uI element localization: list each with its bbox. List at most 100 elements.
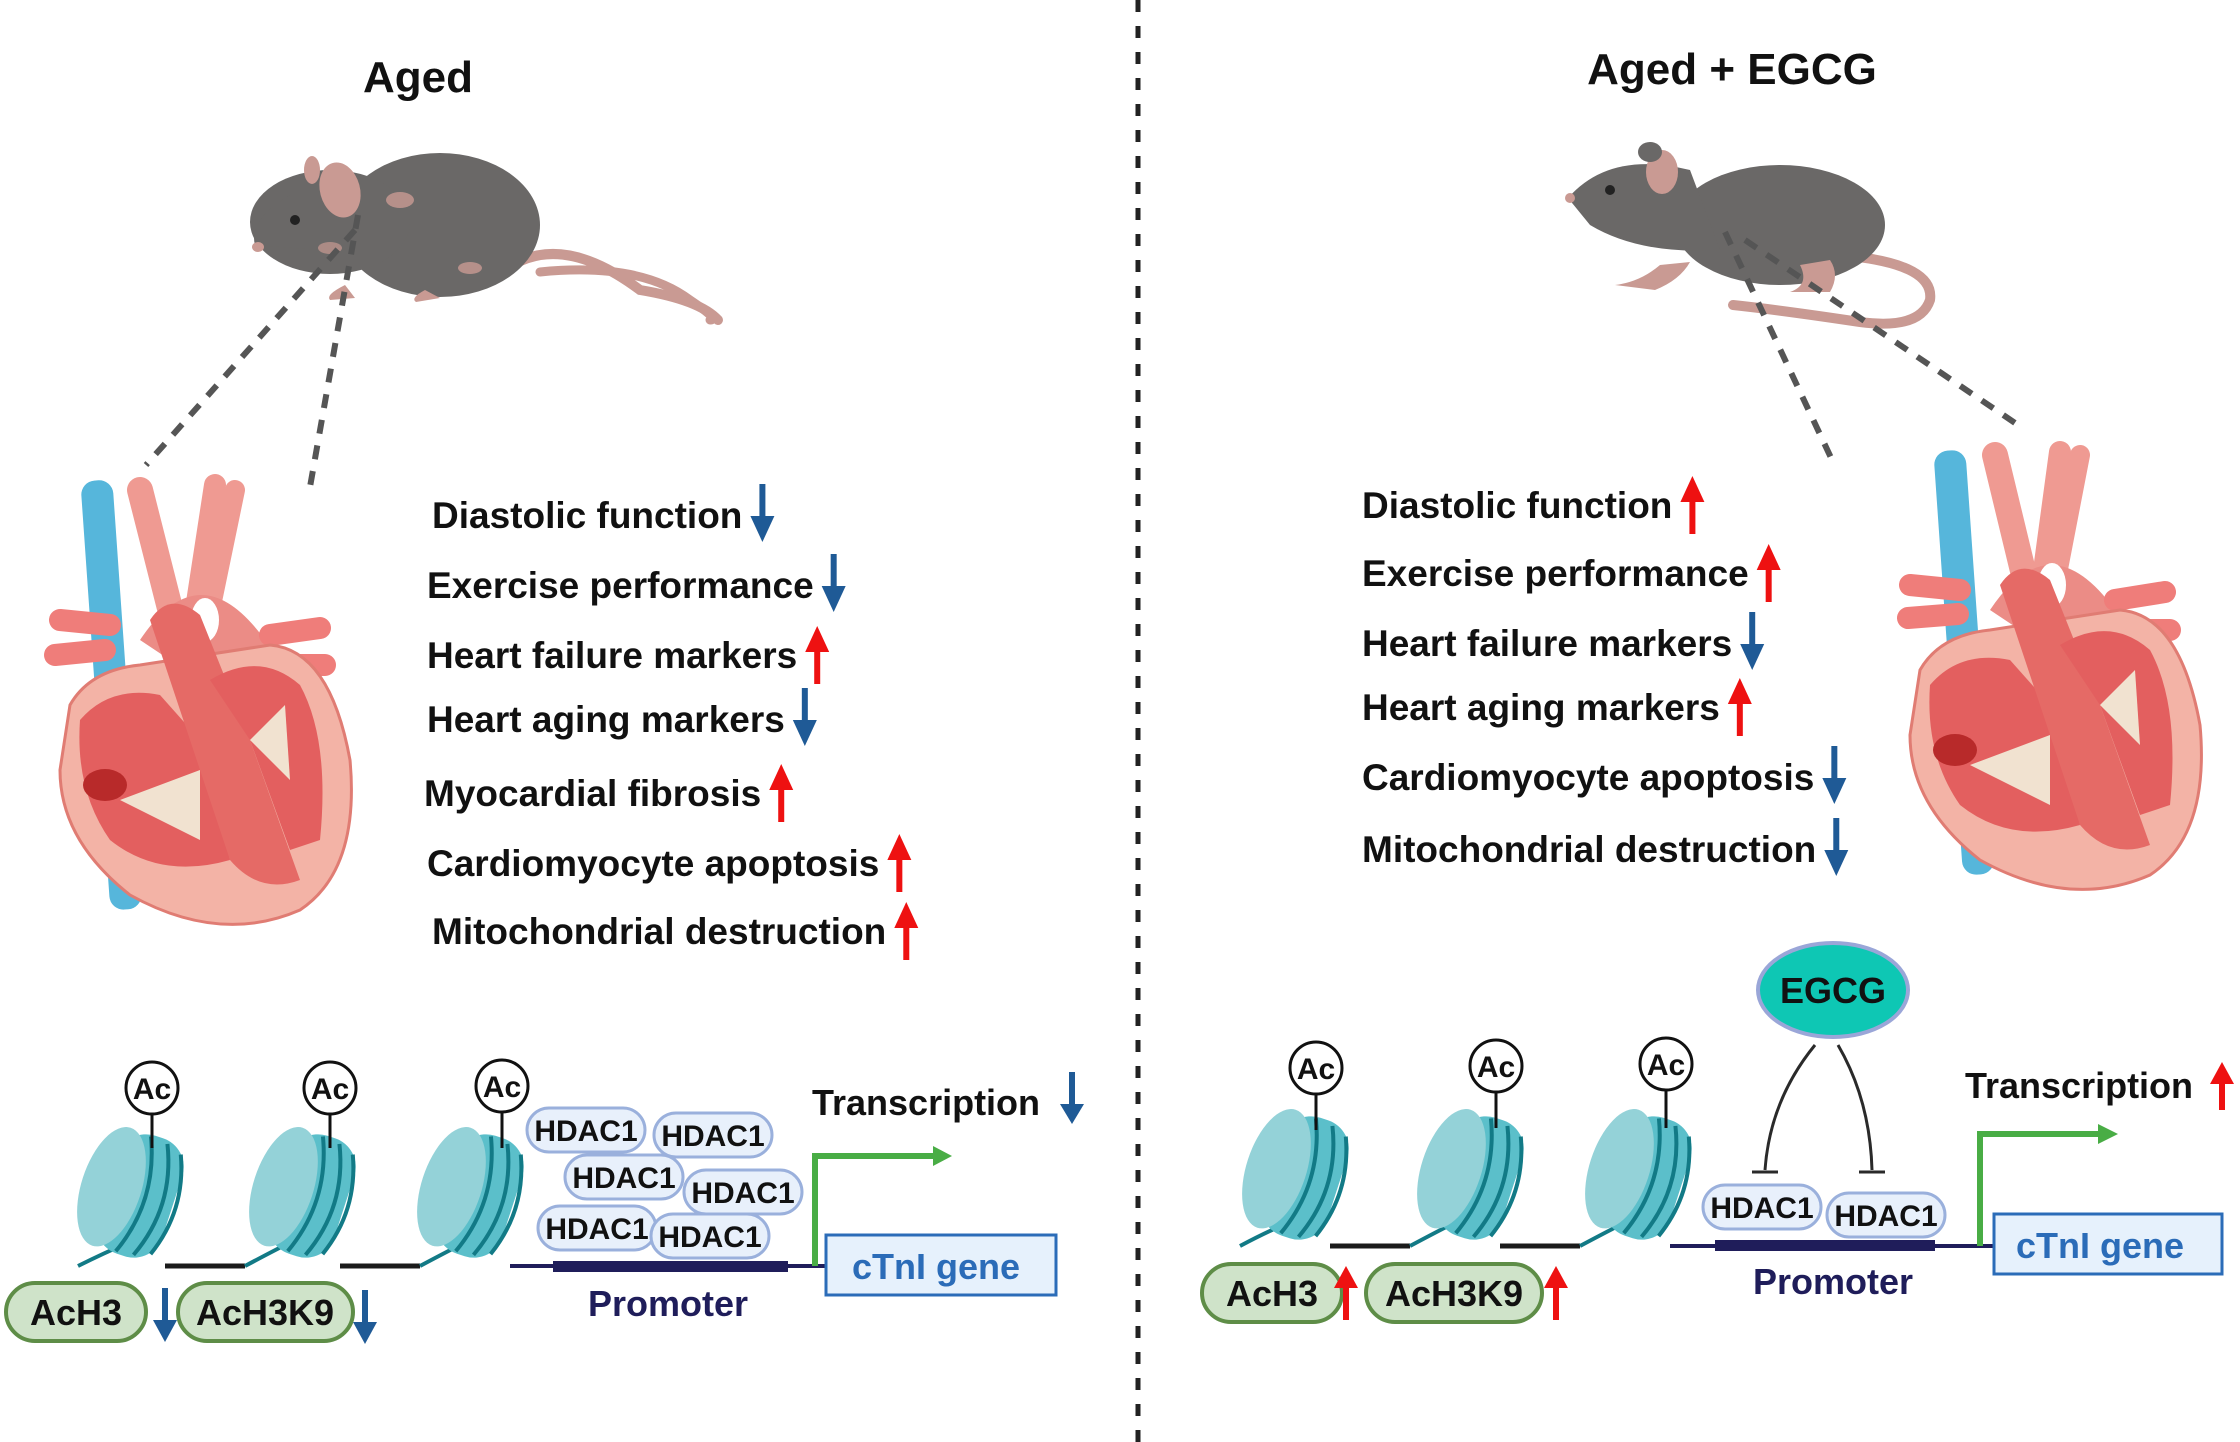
- acetyl-tag: Ac: [1468, 1038, 1524, 1128]
- histone-mark-ach3k9: AcH3K9: [1364, 1262, 1568, 1324]
- transcription-label: Transcription: [812, 1072, 1084, 1124]
- svg-text:HDAC1: HDAC1: [1834, 1200, 1937, 1233]
- svg-text:AcH3K9: AcH3K9: [196, 1292, 334, 1333]
- hdac1-protein: HDAC1: [563, 1153, 685, 1201]
- arrow-up-icon: [2210, 1062, 2234, 1110]
- arrow-up-icon: [1727, 678, 1752, 736]
- effect-label: Heart failure markers: [1362, 623, 1732, 664]
- effect-item: Mitochondrial destruction: [1362, 818, 1849, 876]
- arrow-up-icon: [1756, 544, 1781, 602]
- effect-label: Exercise performance: [1362, 553, 1749, 594]
- svg-text:HDAC1: HDAC1: [572, 1162, 675, 1195]
- svg-text:HDAC1: HDAC1: [545, 1213, 648, 1246]
- hdac1-cluster: HDAC1 HDAC1 HDAC1 HDAC1 HDAC1 HDAC1: [525, 1106, 804, 1260]
- effect-item: Diastolic function: [1362, 476, 1705, 534]
- effect-item: Exercise performance: [427, 554, 846, 612]
- effect-label: Myocardial fibrosis: [424, 773, 761, 814]
- hdac1-protein: HDAC1: [652, 1111, 774, 1159]
- ctni-gene-box: cTnI gene: [1992, 1212, 2224, 1276]
- acetyl-tag: Ac: [124, 1060, 180, 1148]
- arrow-up-icon: [894, 902, 919, 960]
- arrow-down-icon: [1060, 1072, 1084, 1124]
- treated-mouse-illustration: [1565, 142, 1936, 329]
- effect-label: Diastolic function: [432, 495, 742, 536]
- egcg-inhibitor: EGCG: [1756, 941, 1910, 1039]
- acetyl-tag: Ac: [1638, 1036, 1694, 1128]
- effect-item: Heart failure markers: [427, 626, 830, 684]
- effect-item: Cardiomyocyte apoptosis: [1362, 746, 1847, 804]
- effect-item: Heart failure markers: [1362, 612, 1765, 670]
- effect-item: Exercise performance: [1362, 544, 1781, 602]
- effect-label: Exercise performance: [427, 565, 814, 606]
- hdac1-protein: HDAC1: [536, 1204, 658, 1252]
- effect-label: Mitochondrial destruction: [432, 911, 886, 952]
- nucleosome: [1569, 1098, 1705, 1251]
- arrow-up-icon: [1334, 1266, 1358, 1320]
- svg-text:EGCG: EGCG: [1780, 970, 1886, 1011]
- panel-aged: Aged: [4, 53, 1084, 1344]
- svg-text:Transcription: Transcription: [812, 1082, 1040, 1123]
- arrow-down-icon: [821, 554, 846, 612]
- inhibition-line: [1836, 1044, 1885, 1174]
- effect-label: Cardiomyocyte apoptosis: [1362, 757, 1814, 798]
- effect-label: Diastolic function: [1362, 485, 1672, 526]
- arrow-down-icon: [153, 1288, 177, 1342]
- hdac1-protein: HDAC1: [525, 1106, 647, 1154]
- arrow-up-icon: [887, 834, 912, 892]
- zoom-line: [1743, 237, 2020, 428]
- arrow-up-icon: [805, 626, 830, 684]
- nucleosome: [401, 1116, 537, 1269]
- effect-label: Mitochondrial destruction: [1362, 829, 1816, 870]
- svg-text:Ac: Ac: [1647, 1049, 1685, 1082]
- svg-text:HDAC1: HDAC1: [534, 1115, 637, 1148]
- svg-text:HDAC1: HDAC1: [691, 1177, 794, 1210]
- acetyl-tag: Ac: [1288, 1040, 1344, 1130]
- panel-title: Aged + EGCG: [1587, 45, 1877, 94]
- effect-item: Myocardial fibrosis: [424, 764, 794, 822]
- effect-item: Diastolic function: [432, 484, 775, 542]
- panel-title: Aged: [363, 53, 473, 102]
- acetyl-tag: Ac: [474, 1058, 530, 1148]
- svg-text:Transcription: Transcription: [1965, 1065, 2193, 1106]
- arrow-up-icon: [769, 764, 794, 822]
- promoter-label: Promoter: [1753, 1261, 1913, 1302]
- arrow-down-icon: [750, 484, 775, 542]
- zoom-line: [307, 214, 361, 488]
- svg-text:cTnI gene: cTnI gene: [2016, 1225, 2184, 1266]
- svg-text:Ac: Ac: [311, 1073, 349, 1106]
- effect-label: Heart aging markers: [427, 699, 785, 740]
- arrow-down-icon: [1740, 612, 1765, 670]
- arrow-up-icon: [1544, 1266, 1568, 1320]
- effect-label: Heart failure markers: [427, 635, 797, 676]
- svg-text:HDAC1: HDAC1: [661, 1120, 764, 1153]
- panel-aged-egcg: Aged + EGCG: [1200, 45, 2234, 1324]
- chromatin-diagram: Ac Ac Ac EGCG: [1200, 941, 2234, 1324]
- svg-text:Ac: Ac: [1477, 1051, 1515, 1084]
- arrow-down-icon: [792, 688, 817, 746]
- histone-mark-ach3k9: AcH3K9: [176, 1281, 377, 1344]
- effect-item: Heart aging markers: [427, 688, 817, 746]
- effect-item: Cardiomyocyte apoptosis: [427, 834, 912, 892]
- inhibition-line: [1752, 1044, 1817, 1174]
- transcription-label: Transcription: [1965, 1062, 2234, 1110]
- histone-mark-ach3: AcH3: [1200, 1262, 1358, 1324]
- nucleosome: [233, 1116, 369, 1269]
- zoom-line: [143, 228, 358, 467]
- svg-text:AcH3K9: AcH3K9: [1385, 1273, 1523, 1314]
- arrow-down-icon: [1824, 818, 1849, 876]
- promoter-label: Promoter: [588, 1283, 748, 1324]
- acetyl-tag: Ac: [302, 1060, 358, 1148]
- arrow-up-icon: [1680, 476, 1705, 534]
- arrow-down-icon: [1822, 746, 1847, 804]
- nucleosome: [1401, 1098, 1537, 1251]
- hdac1-protein: HDAC1: [649, 1212, 771, 1260]
- svg-text:Ac: Ac: [133, 1073, 171, 1106]
- chromatin-diagram: Ac Ac Ac Promoter HDAC1 HDAC1 HDAC1 HDAC…: [4, 1058, 1084, 1344]
- promoter-region: [1715, 1240, 1935, 1251]
- hdac1-protein: HDAC1: [682, 1168, 804, 1216]
- effect-item: Mitochondrial destruction: [432, 902, 919, 960]
- arrow-down-icon: [353, 1290, 377, 1344]
- zoom-line: [1722, 230, 1836, 464]
